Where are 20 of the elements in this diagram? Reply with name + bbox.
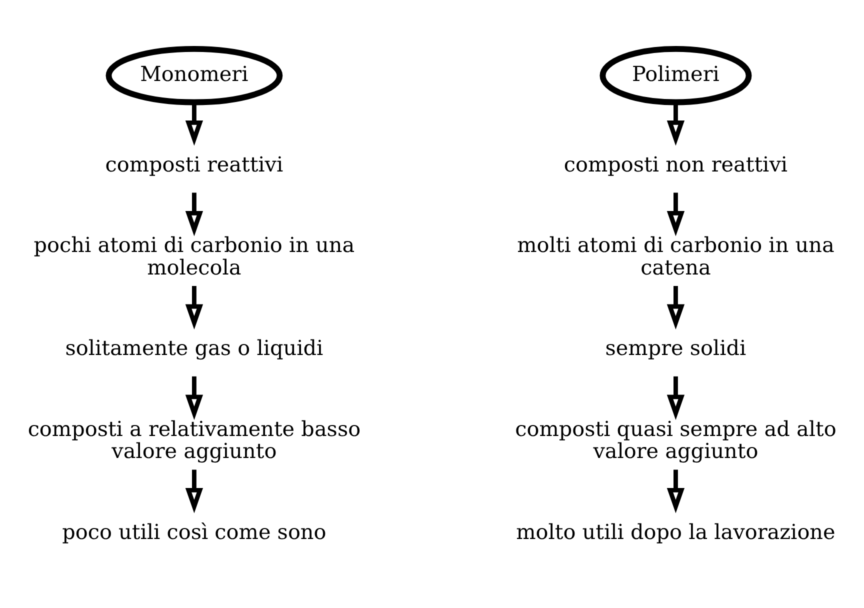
node-text: molti atomi di carbonio in una catena — [517, 232, 834, 279]
node-text: composti non reattivi — [564, 152, 788, 176]
node-ellipse: Monomeri — [106, 45, 283, 105]
node-ellipse: Polimeri — [600, 45, 752, 105]
arrow — [185, 285, 204, 329]
arrow — [666, 285, 685, 329]
node-text: solitamente gas o liquidi — [65, 336, 324, 360]
arrow — [666, 469, 685, 513]
node-text: molto utili dopo la lavorazione — [516, 519, 836, 544]
node-text: poco utili così come sono — [62, 519, 326, 544]
node-text: composti reattivi — [105, 152, 284, 176]
arrow — [666, 376, 685, 420]
arrow — [185, 469, 204, 513]
node-text: composti quasi sempre ad alto valore aggiunto — [515, 416, 836, 463]
node-text: composti a relativamente basso valore aggiunto — [28, 416, 361, 463]
arrow — [185, 376, 204, 420]
node-text: sempre solidi — [605, 336, 746, 360]
node-text: pochi atomi di carbonio in una molecola — [34, 232, 355, 279]
arrow — [666, 192, 685, 236]
arrow — [185, 192, 204, 236]
